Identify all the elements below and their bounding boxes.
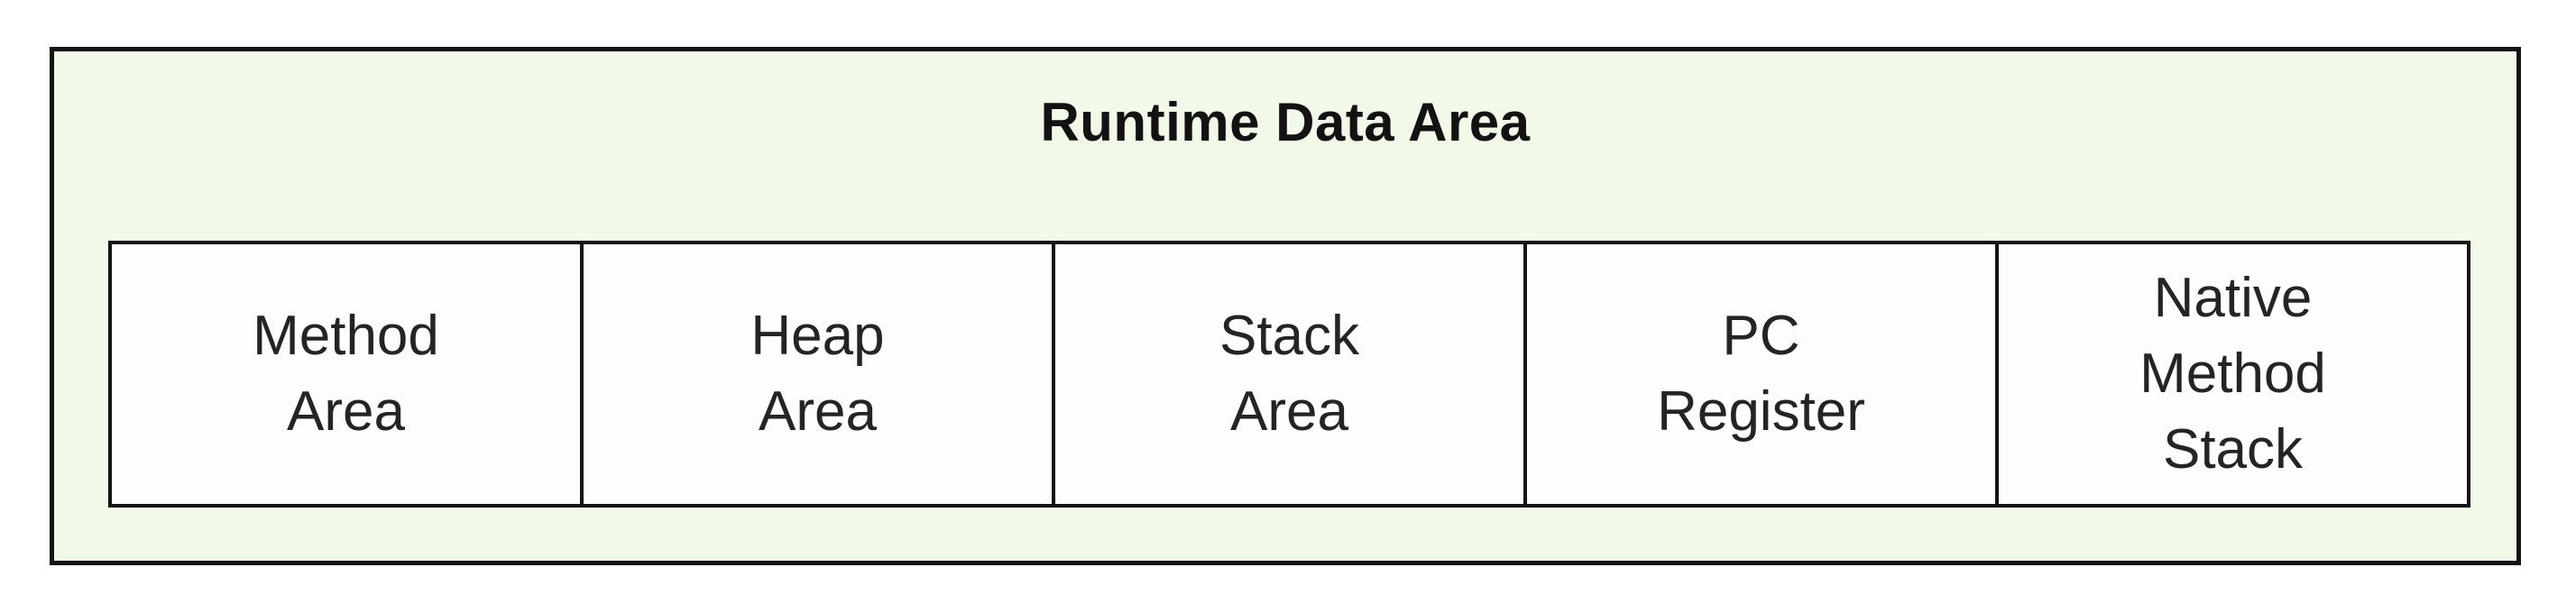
- box-label-line: Area: [1230, 380, 1348, 443]
- box-label-line: Method: [253, 305, 439, 367]
- box-label-line: PC: [1722, 305, 1800, 367]
- box-label-line: Heap: [750, 305, 885, 367]
- box-heap-area: Heap Area: [580, 241, 1055, 508]
- box-label-line: Method: [2139, 343, 2326, 405]
- box-native-method-stack: Native Method Stack: [1995, 241, 2470, 508]
- box-label-line: Register: [1657, 380, 1865, 443]
- box-label-line: Stack: [2162, 418, 2304, 480]
- box-method-area: Method Area: [108, 241, 584, 508]
- box-stack-area: Stack Area: [1052, 241, 1527, 508]
- box-label-line: Native: [2153, 267, 2313, 329]
- box-pc-register: PC Register: [1523, 241, 1999, 508]
- box-label-line: Area: [759, 380, 877, 443]
- diagram-title: Runtime Data Area: [1040, 92, 1531, 152]
- box-label-line: Stack: [1219, 305, 1360, 367]
- box-label-line: Area: [287, 380, 405, 443]
- runtime-data-area-container: Runtime Data Area Method Area Heap Area …: [50, 47, 2521, 565]
- memory-box-row: Method Area Heap Area Stack Area PC Regi…: [108, 241, 2470, 508]
